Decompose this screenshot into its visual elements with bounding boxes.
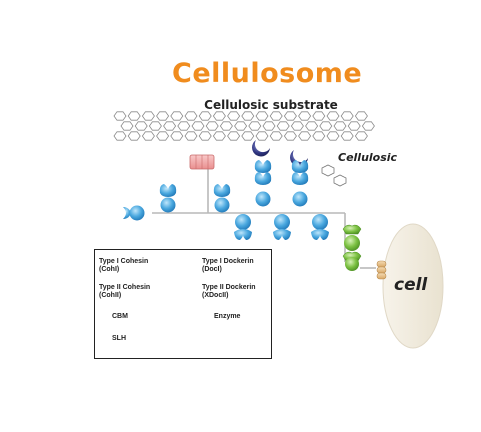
cellulose-hexagon xyxy=(319,121,333,131)
cellulosic-label: Cellulosic xyxy=(338,151,398,164)
cellulose-hexagon-grid xyxy=(113,111,375,141)
cellulose-hexagon xyxy=(198,131,212,141)
cellulose-hexagon xyxy=(241,131,255,141)
cellulose-hexagon xyxy=(290,121,304,131)
cbm-module xyxy=(189,154,215,170)
cohesin-unit xyxy=(234,214,252,240)
cellulose-hexagon xyxy=(127,111,141,121)
legend-enzyme-label: Enzyme xyxy=(214,313,241,320)
legend xyxy=(94,249,272,359)
cellulose-hexagon xyxy=(326,111,340,121)
cell-label: cell xyxy=(394,275,428,295)
cellulose-hexagon xyxy=(333,121,347,131)
cellulose-hexagon xyxy=(305,121,319,131)
cellulose-hexagon xyxy=(127,131,141,141)
legend-slh-label: SLH xyxy=(112,335,126,342)
cellulose-hexagon xyxy=(312,131,326,141)
cellulose-hexagon xyxy=(134,121,148,131)
legend-type1-cohesin-text: Type I Cohesin xyxy=(99,258,149,265)
cellulose-hexagon xyxy=(276,121,290,131)
legend-type1-dockerin-abbr: (DocI) xyxy=(202,266,222,273)
type-ii-cohesin-dockerin xyxy=(342,224,362,271)
cellulose-hexagon xyxy=(113,111,127,121)
substrate-label: Cellulosic substrate xyxy=(204,98,338,112)
cellulose-hexagon xyxy=(298,131,312,141)
cellulose-hexagon xyxy=(255,111,269,121)
legend-type2-cohesin-abbr: (CohII) xyxy=(99,292,122,299)
diagram-title: Cellulosome xyxy=(172,58,363,89)
cohesin-unit xyxy=(311,214,329,240)
cellulose-hexagon xyxy=(177,121,191,131)
cohesin-unit xyxy=(123,205,145,221)
cellulose-hexagon xyxy=(234,121,248,131)
cohesin-unit xyxy=(254,160,272,207)
legend-type2-cohesin-text: Type II Cohesin xyxy=(99,284,151,291)
cohesin-unit xyxy=(291,160,309,207)
cellulose-hexagon xyxy=(198,111,212,121)
released-cellulosic-fragments xyxy=(321,164,347,187)
cellulose-hexagon xyxy=(184,131,198,141)
legend-type2-dockerin-abbr: (XDocII) xyxy=(202,292,229,299)
cellulose-hexagon xyxy=(340,131,354,141)
cellulose-hexagon xyxy=(205,121,219,131)
cellulose-hexagon xyxy=(191,121,205,131)
cellulose-hexagon xyxy=(184,111,198,121)
bacterial-cell xyxy=(382,223,444,349)
slh-domains xyxy=(376,260,387,280)
legend-type2-cohesin-label: Type II Cohesin (CohII) xyxy=(99,284,150,300)
cellulose-hexagon xyxy=(219,121,233,131)
legend-type2-dockerin-label: Type II Dockerin (XDocII) xyxy=(202,284,256,300)
cellulose-hexagon xyxy=(283,131,297,141)
cellulose-hexagon xyxy=(361,121,375,131)
cellulose-hexagon xyxy=(113,131,127,141)
cellulose-hexagon xyxy=(141,131,155,141)
cellulose-hexagon xyxy=(212,131,226,141)
legend-type1-cohesin-abbr: (CohI) xyxy=(99,266,120,273)
legend-type1-dockerin-text: Type I Dockerin xyxy=(202,258,254,265)
cellulose-hexagon xyxy=(347,121,361,131)
cellulose-hexagon xyxy=(227,111,241,121)
cellulose-hexagon xyxy=(170,131,184,141)
cellulose-hexagon xyxy=(163,121,177,131)
cellulose-hexagon xyxy=(326,131,340,141)
cellulose-hexagon xyxy=(156,111,170,121)
cellulose-hexagon xyxy=(227,131,241,141)
cellulose-hexagon xyxy=(255,131,269,141)
cellulose-hexagon xyxy=(283,111,297,121)
cellulose-hexagon xyxy=(312,111,326,121)
cellulose-hexagon xyxy=(241,111,255,121)
cellulose-hexagon xyxy=(148,121,162,131)
legend-type2-dockerin-text: Type II Dockerin xyxy=(202,284,256,291)
cellulose-hexagon xyxy=(269,131,283,141)
cellulose-hexagon xyxy=(141,111,155,121)
cellulose-hexagon xyxy=(212,111,226,121)
cellulose-hexagon xyxy=(354,131,368,141)
cellulose-hexagon xyxy=(269,111,283,121)
cellulose-hexagon xyxy=(298,111,312,121)
cellulose-hexagon xyxy=(262,121,276,131)
legend-type1-dockerin-label: Type I Dockerin (DocI) xyxy=(202,258,254,274)
legend-cbm-label: CBM xyxy=(112,313,128,320)
cellulose-hexagon xyxy=(354,111,368,121)
cohesin-unit xyxy=(159,184,177,213)
cohesin-unit xyxy=(273,214,291,240)
cohesin-unit xyxy=(213,184,231,213)
cellulose-hexagon xyxy=(170,111,184,121)
cellulose-hexagon xyxy=(248,121,262,131)
cohesin-dockerin-units xyxy=(123,160,329,240)
cellulose-hexagon xyxy=(340,111,354,121)
legend-type1-cohesin-label: Type I Cohesin (CohI) xyxy=(99,258,148,274)
cellulose-hexagon xyxy=(120,121,134,131)
cellulose-hexagon xyxy=(156,131,170,141)
